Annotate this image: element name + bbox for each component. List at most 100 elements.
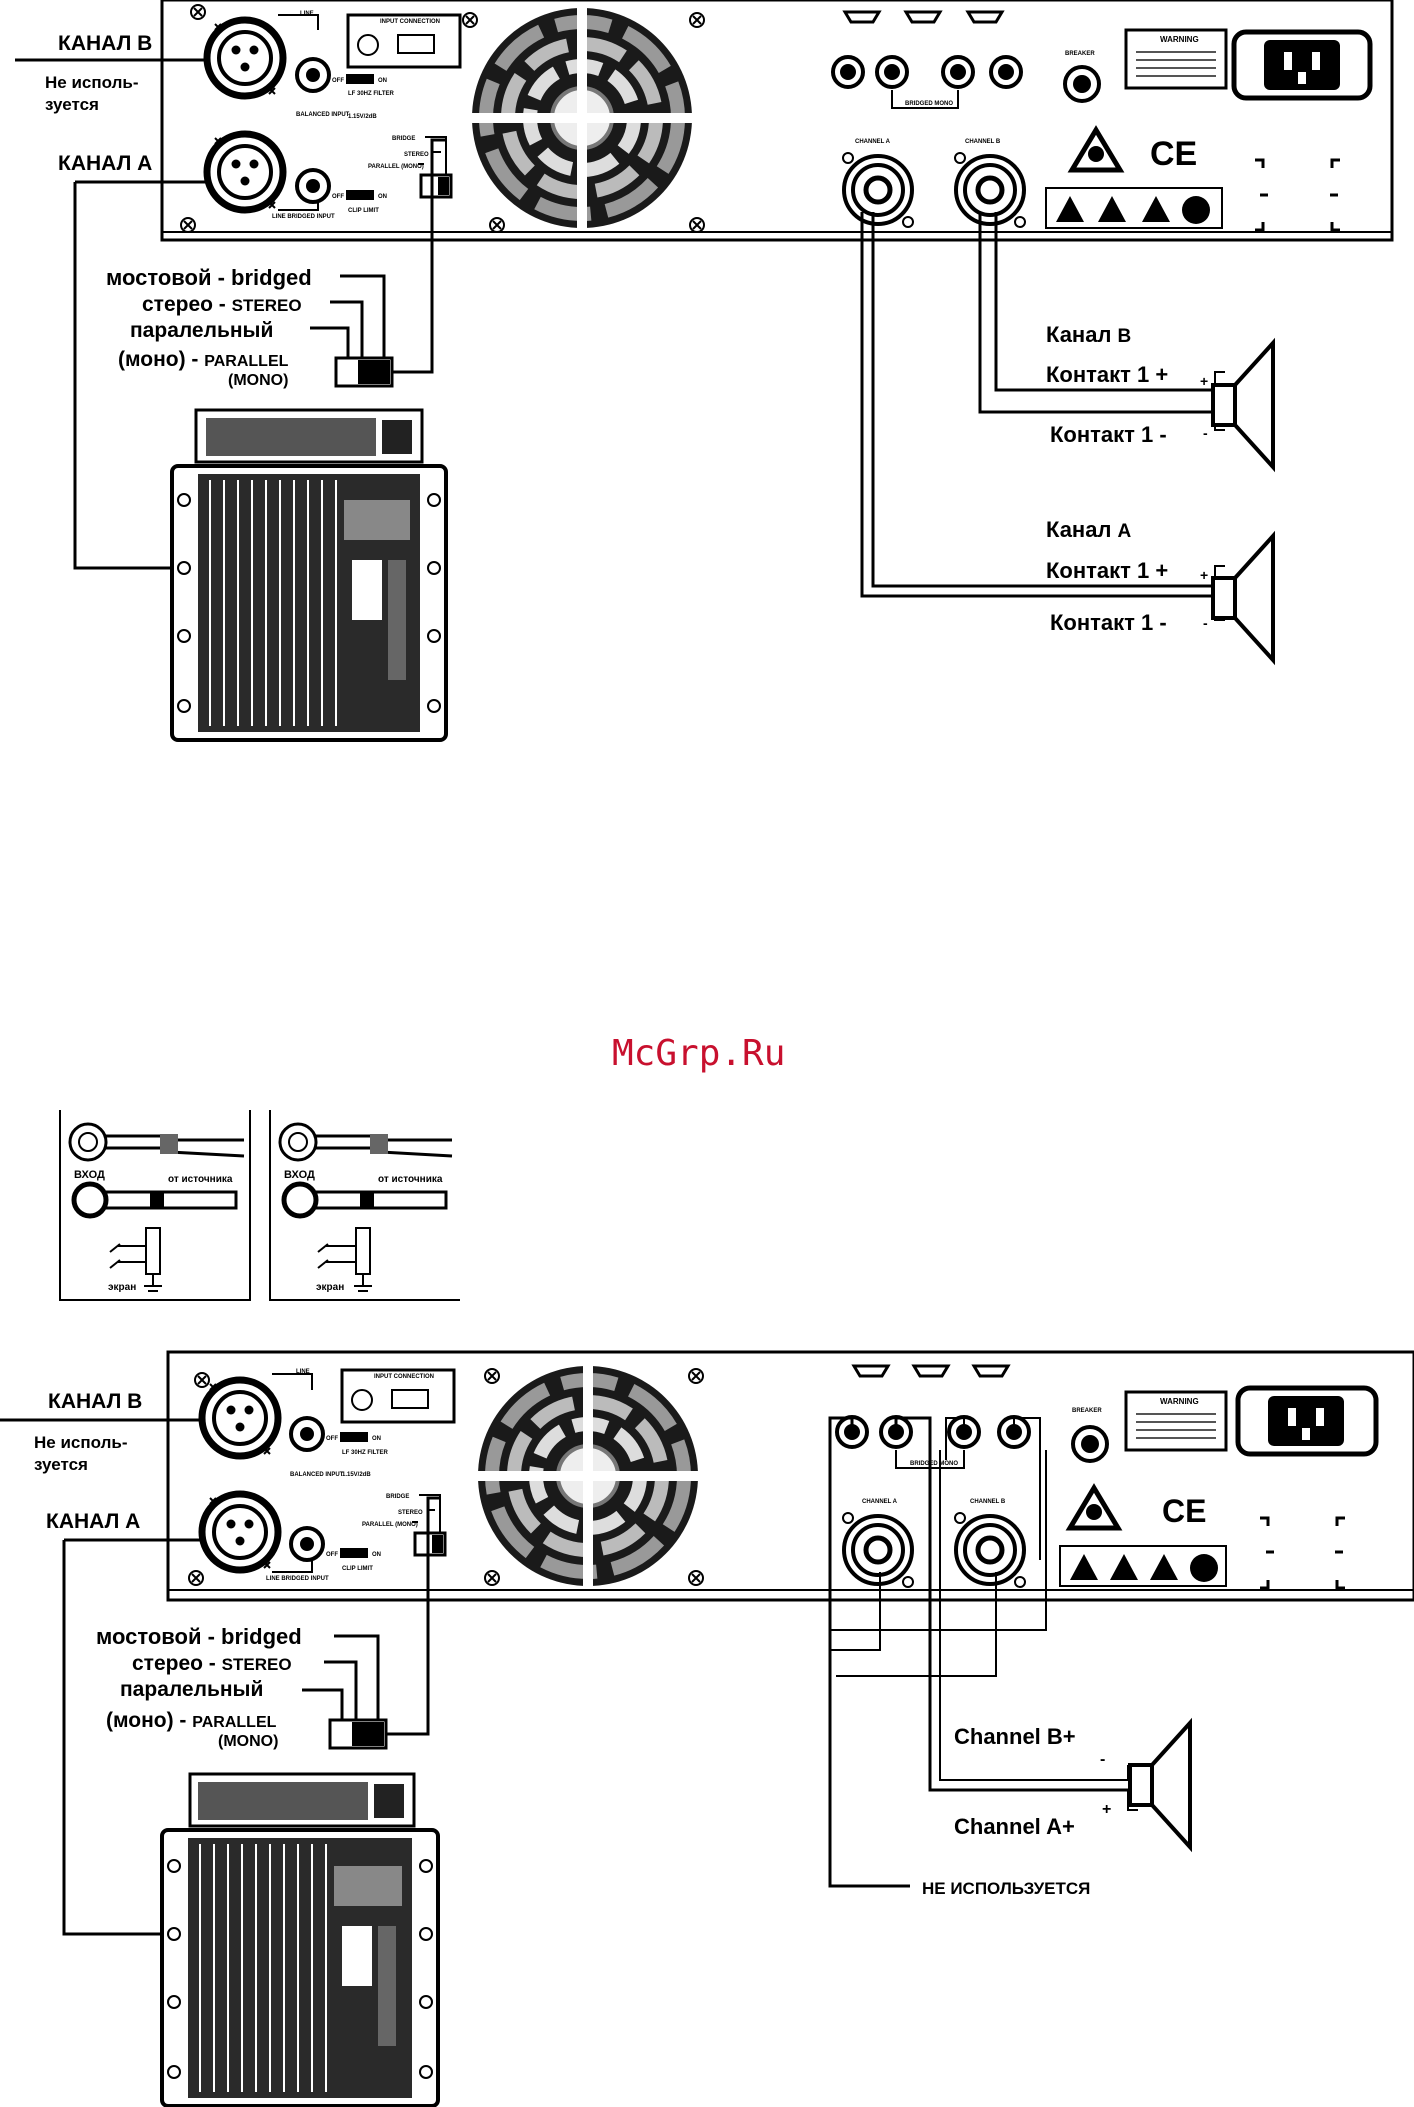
speaker-bridged-icon <box>1128 1721 1192 1849</box>
speaker-a-channel-label: Канал А <box>1046 517 1132 542</box>
line-jack-channel-a[interactable] <box>295 168 331 204</box>
on-label: ON <box>372 1436 381 1442</box>
inset-source-label: от источника <box>378 1174 443 1185</box>
screw-icon <box>190 4 206 20</box>
screw-icon <box>688 1570 704 1586</box>
screw-icon <box>194 1372 210 1388</box>
speaker-b-minus-label: Контакт 1 - <box>1050 422 1167 447</box>
balanced-input-label: BALANCED INPUT <box>296 112 350 118</box>
speakon-output-channel-b[interactable] <box>955 153 1025 227</box>
mixer-console-bottom <box>160 1772 440 2107</box>
speaker-a-plus-sign: + <box>1200 567 1208 583</box>
label-channel-a: КАНАЛ А <box>46 1510 140 1533</box>
clip-limit-label: CLIP LIMIT <box>342 1566 373 1572</box>
amplifier-rear-panel-top: LINE BALANCED INPUT LINE BRIDGED INPUT I… <box>160 0 1394 242</box>
on-label: ON <box>378 78 387 84</box>
speakon-output-channel-a[interactable] <box>843 1513 913 1587</box>
speaker-channel-a-plus-label: Channel A+ <box>954 1814 1075 1839</box>
speaker-channel-a-icon <box>1211 534 1275 662</box>
bridge-label: BRIDGE <box>392 136 415 142</box>
off-label: OFF <box>326 1436 338 1442</box>
label-channel-a: КАНАЛ А <box>58 152 152 175</box>
clip-limit-label: CLIP LIMIT <box>348 208 379 214</box>
binding-post[interactable] <box>989 55 1023 89</box>
speaker-minus-sign: - <box>1100 1751 1105 1768</box>
switch-parallel-label: паралельный <box>130 319 273 342</box>
lf-filter-label: LF 30HZ FILTER <box>348 91 395 97</box>
speakon-output-channel-b[interactable] <box>955 1513 1025 1587</box>
clip-limit-switch[interactable] <box>346 190 374 200</box>
line-jack-channel-a[interactable] <box>289 1526 325 1562</box>
label-channel-b: КАНАЛ В <box>48 1390 142 1413</box>
xlr-input-channel-b[interactable] <box>207 20 283 96</box>
switch-mono-paren-label: (MONO) <box>218 1733 278 1750</box>
binding-post[interactable] <box>831 55 865 89</box>
balanced-input-label: BALANCED INPUT <box>290 1472 344 1478</box>
switch-parallel-label: паралельный <box>120 1678 263 1701</box>
speaker-channel-b-icon <box>1211 341 1275 469</box>
mixer-connector-strip <box>198 1782 368 1820</box>
inset-source-label: от источника <box>168 1174 233 1185</box>
screw-icon <box>484 1570 500 1586</box>
clip-limit-switch[interactable] <box>340 1548 368 1558</box>
lf-filter-label: LF 30HZ FILTER <box>342 1450 389 1456</box>
ce-mark: CE <box>1162 1493 1206 1529</box>
binding-post[interactable] <box>875 55 909 89</box>
input-connection-label: INPUT CONNECTION <box>380 19 440 25</box>
cooling-fan-icon <box>472 8 692 228</box>
bridged-input-label: LINE BRIDGED INPUT <box>266 1576 329 1582</box>
mixer-output-jack[interactable] <box>177 561 191 575</box>
lf-filter-switch[interactable] <box>340 1432 368 1442</box>
mode-switch-callout-bottom: мостовой - bridged стерео - STEREO парал… <box>96 1496 440 1750</box>
xlr-input-channel-b[interactable] <box>202 1380 278 1456</box>
parallel-mono-label: PARALLEL (MONO) <box>368 164 424 170</box>
switch-mono-label: (моно) - PARALLEL <box>118 348 289 371</box>
xlr-input-channel-a[interactable] <box>202 1494 278 1570</box>
switch-mono-paren-label: (MONO) <box>228 372 288 389</box>
mode-switch-callout-top: мостовой - bridged стерео - STEREO парал… <box>106 138 446 389</box>
speaker-a-minus-label: Контакт 1 - <box>1050 610 1167 635</box>
line-label: LINE <box>296 1369 310 1375</box>
input-wiring-bottom: КАНАЛ В Не исполь- зуется КАНАЛ А <box>0 1390 202 1936</box>
label-not-used-line1: Не исполь- <box>45 73 139 92</box>
switch-stereo-label: стерео - STEREO <box>142 293 302 316</box>
binding-posts: BRIDGED MONO <box>831 10 1023 109</box>
channel-b-output-label: CHANNEL B <box>970 1499 1006 1505</box>
sensitivity-label: 1.15V/2dB <box>342 1472 371 1478</box>
mixer-output-jack[interactable] <box>167 1927 181 1941</box>
bridge-label: BRIDGE <box>386 1494 409 1500</box>
screw-icon <box>689 217 705 233</box>
switch-bridged-label: мостовой - bridged <box>106 265 312 290</box>
parallel-mono-label: PARALLEL (MONO) <box>362 1522 418 1528</box>
inset-input-label: ВХОД <box>74 1169 105 1181</box>
speaker-b-plus-sign: + <box>1200 373 1208 389</box>
binding-post[interactable] <box>941 55 975 89</box>
stereo-label: STEREO <box>398 1510 423 1516</box>
off-label: OFF <box>326 1552 338 1558</box>
lf-filter-switch[interactable] <box>346 74 374 84</box>
channel-b-output-label: CHANNEL B <box>965 139 1001 145</box>
line-label: LINE <box>300 11 314 17</box>
speaker-a-plus-label: Контакт 1 + <box>1046 558 1168 583</box>
channel-a-output-label: CHANNEL A <box>855 139 891 145</box>
amplifier-rear-panel-bottom: LINE BALANCED INPUT LINE BRIDGED INPUT I… <box>166 1350 1414 1602</box>
line-jack-channel-b[interactable] <box>295 57 331 93</box>
bridged-input-label: LINE BRIDGED INPUT <box>272 214 335 220</box>
screw-icon <box>180 217 196 233</box>
screw-icon <box>188 1570 204 1586</box>
stereo-label: STEREO <box>404 152 429 158</box>
binding-posts: BRIDGED MONO <box>835 1364 1031 1469</box>
xlr-input-channel-a[interactable] <box>207 134 283 210</box>
breaker-label: BREAKER <box>1065 51 1095 57</box>
off-label: OFF <box>332 194 344 200</box>
input-wiring-top: КАНАЛ В Не исполь- зуется КАНАЛ А <box>15 32 207 570</box>
switch-bridged-label: мостовой - bridged <box>96 1624 302 1649</box>
line-jack-channel-b[interactable] <box>289 1416 325 1452</box>
switch-stereo-label: стерео - STEREO <box>132 1652 292 1675</box>
label-channel-b: КАНАЛ В <box>58 32 152 55</box>
warning-title: WARNING <box>1160 35 1199 44</box>
on-label: ON <box>372 1552 381 1558</box>
speakon-output-channel-a[interactable] <box>843 153 913 227</box>
bridged-mono-label: BRIDGED MONO <box>910 1461 958 1467</box>
